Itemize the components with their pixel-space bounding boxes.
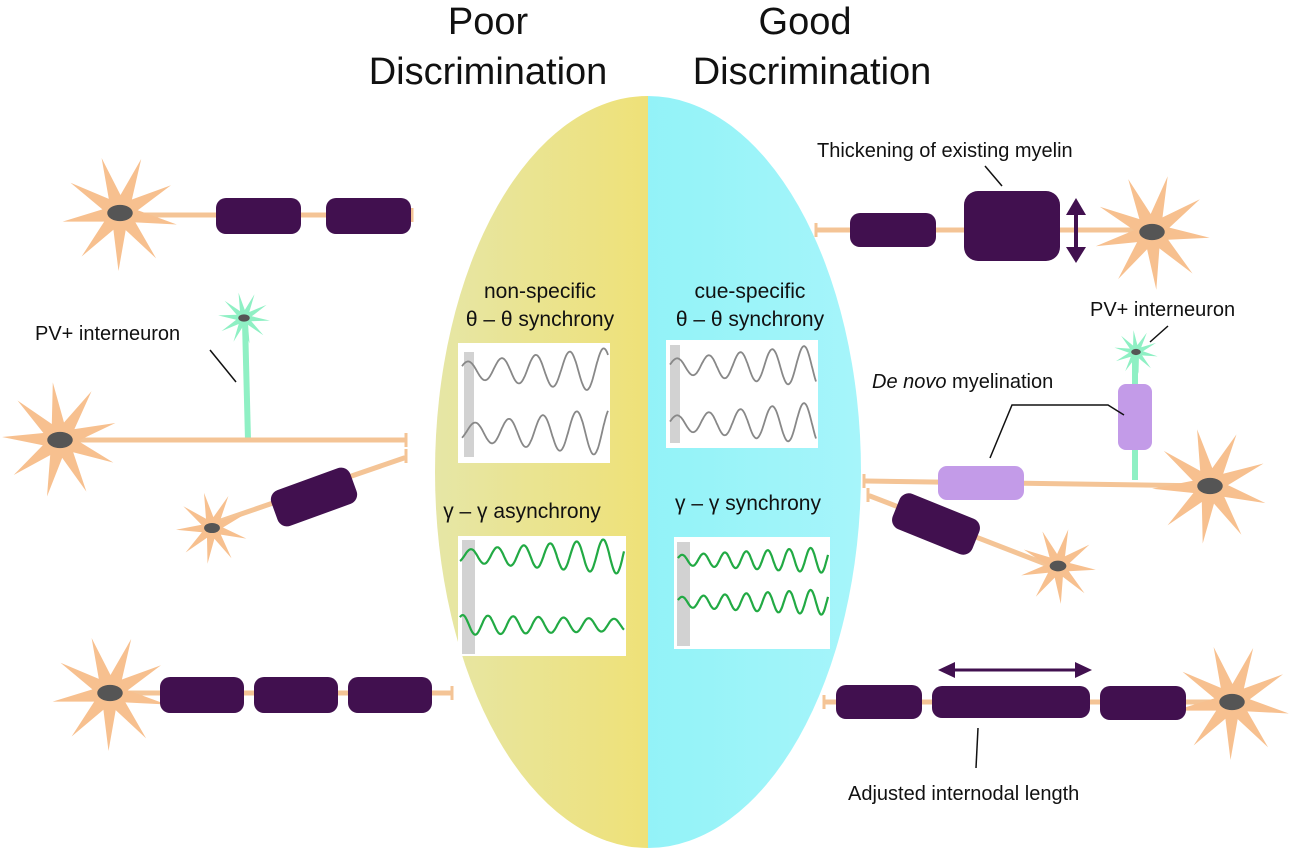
de-novo-leader-line	[989, 404, 1125, 459]
left-theta-panel	[458, 343, 610, 463]
de-novo-italic: De novo	[872, 371, 947, 393]
poor-heading-line2: Discrimination	[369, 51, 608, 93]
right-row2-new-myelin	[938, 466, 1024, 500]
left-theta-line2: θ – θ synchrony	[466, 308, 615, 331]
left-row1-myelin-2	[326, 198, 411, 234]
right-neuron-3-nucleus	[1049, 560, 1067, 572]
left-gamma-label: γ – γ asynchrony	[443, 500, 601, 523]
thickness-arrow-up-icon	[1066, 198, 1086, 215]
right-row4-myelin-3	[1100, 686, 1186, 720]
left-gamma-wave-top	[459, 538, 626, 575]
poor-heading-line1: Poor	[448, 1, 529, 43]
left-neuron-1-nucleus	[107, 204, 133, 222]
good-heading-line2: Discrimination	[693, 51, 932, 93]
good-heading-line1: Good	[759, 1, 852, 43]
length-arrow-left-icon	[938, 662, 955, 678]
right-interneuron-nucleus	[1131, 348, 1141, 356]
left-row4-myelin-3	[348, 677, 432, 713]
right-row3-myelin	[892, 493, 980, 555]
right-neuron-4-nucleus	[1219, 693, 1245, 711]
right-theta-line1: cue-specific	[695, 280, 806, 303]
left-theta-line1: non-specific	[484, 280, 596, 303]
left-neuron-4-nucleus	[97, 684, 123, 702]
pv-interneuron-left-label: PV+ interneuron	[35, 323, 180, 345]
right-gamma-wave-top	[677, 546, 830, 574]
thickness-arrow-down-icon	[1066, 247, 1086, 263]
central-oval	[435, 96, 861, 848]
left-row4-myelin-2	[254, 677, 338, 713]
poor-oval-half	[435, 96, 648, 848]
left-neuron-3-nucleus	[204, 522, 220, 534]
internodal-leader-line	[975, 727, 979, 769]
thickening-label: Thickening of existing myelin	[817, 140, 1073, 162]
right-theta-panel	[666, 340, 818, 448]
right-neuron-2-nucleus	[1197, 477, 1223, 495]
left-row1-myelin-1	[216, 198, 301, 234]
right-theta-wave-top	[669, 345, 817, 386]
right-row4-myelin-1	[836, 685, 922, 719]
left-gamma-wave-bottom	[459, 613, 625, 636]
left-interneuron-nucleus	[238, 314, 250, 322]
pv-interneuron-right-label: PV+ interneuron	[1090, 299, 1235, 321]
left-theta-wave-bottom	[461, 410, 609, 456]
left-neuron-2-nucleus	[47, 431, 73, 449]
right-neuron-1-nucleus	[1139, 223, 1165, 241]
pv-right-leader-line	[1149, 325, 1169, 343]
left-row3-myelin	[270, 467, 358, 527]
poor-heading: Poor Discrimination	[369, 1, 608, 93]
good-heading: Good Discrimination	[693, 1, 932, 93]
right-row1-myelin-1	[850, 213, 936, 247]
right-row1-thick-myelin	[964, 191, 1060, 261]
right-interneuron-new-myelin	[1118, 384, 1152, 450]
pv-left-leader-line	[209, 349, 237, 383]
left-theta-wave-top	[461, 347, 609, 391]
internodal-label: Adjusted internodal length	[848, 783, 1079, 805]
left-row4-myelin-1	[160, 677, 244, 713]
right-row4-long-myelin	[932, 686, 1090, 718]
right-gamma-wave-bottom	[677, 588, 830, 616]
left-interneuron-axon	[242, 321, 251, 441]
right-gamma-panel	[674, 537, 830, 649]
length-arrow-right-icon	[1075, 662, 1092, 678]
right-gamma-label: γ – γ synchrony	[675, 492, 821, 515]
thickening-leader-line	[984, 165, 1003, 187]
right-theta-wave-bottom	[669, 402, 817, 443]
right-theta-line2: θ – θ synchrony	[676, 308, 825, 331]
good-oval-half	[648, 96, 861, 848]
right-axon-2	[863, 478, 1213, 489]
de-novo-label: De novo myelination	[872, 371, 1053, 393]
left-gamma-panel	[458, 536, 626, 656]
de-novo-rest: myelination	[947, 371, 1054, 393]
neuron-circuits	[2, 158, 1289, 760]
